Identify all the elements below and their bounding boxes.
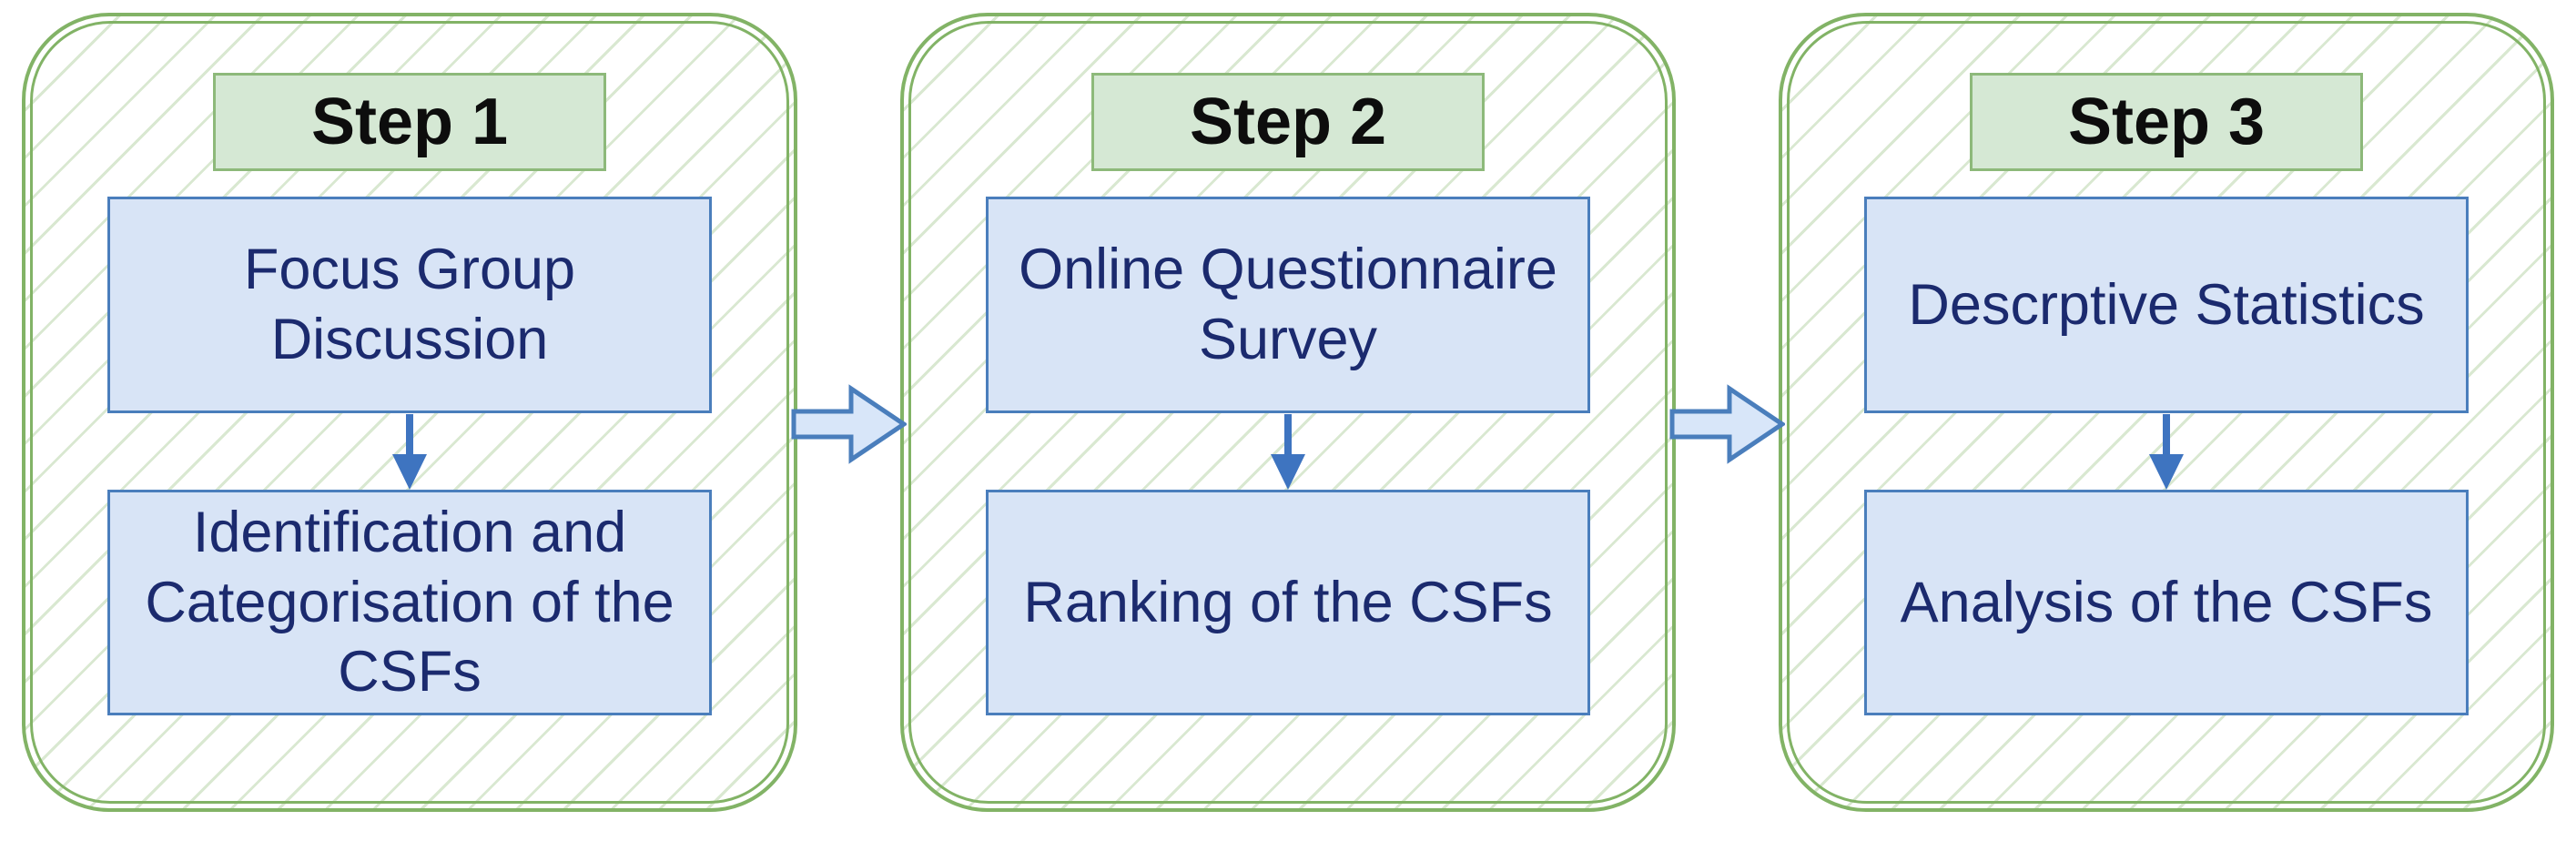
arrow-right-icon — [791, 384, 907, 464]
step-2-top-box: Online Questionnaire Survey — [986, 197, 1590, 413]
step-2-header: Step 2 — [1091, 73, 1485, 171]
step-2-bottom-box: Ranking of the CSFs — [986, 490, 1590, 715]
step-1-top-box: Focus Group Discussion — [107, 197, 712, 413]
step-1-header: Step 1 — [213, 73, 606, 171]
arrow-down-icon — [2149, 414, 2184, 490]
step-3-bottom-box: Analysis of the CSFs — [1864, 490, 2469, 715]
step-3-panel: Step 3 Descrptive Statistics Analysis of… — [1779, 13, 2554, 812]
step-1-bottom-box: Identification and Categorisation of the… — [107, 490, 712, 715]
connector-step1-step2 — [791, 13, 907, 812]
connector-step2-step3 — [1669, 13, 1785, 812]
step-3-top-box: Descrptive Statistics — [1864, 197, 2469, 413]
arrow-right-icon — [1669, 384, 1785, 464]
arrow-down-icon — [1271, 414, 1305, 490]
step-2-panel: Step 2 Online Questionnaire Survey Ranki… — [900, 13, 1676, 812]
step-3-header: Step 3 — [1970, 73, 2363, 171]
step-1-panel: Step 1 Focus Group Discussion Identifica… — [22, 13, 797, 812]
arrow-down-icon — [392, 414, 427, 490]
